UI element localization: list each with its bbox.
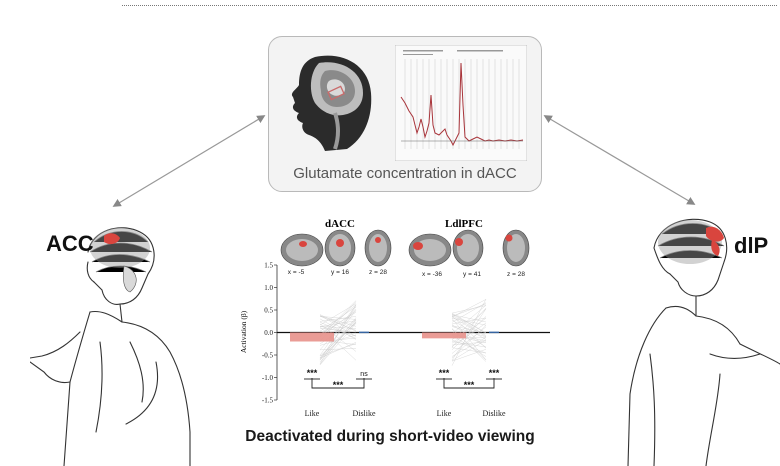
subject-line	[319, 326, 357, 361]
y-tick-label: -1.5	[262, 397, 274, 405]
subject-line	[319, 316, 357, 322]
subject-line	[319, 315, 357, 327]
subject-line	[319, 342, 357, 359]
subject-line	[319, 320, 357, 327]
subject-line	[319, 316, 357, 320]
y-tick-label: 0.0	[264, 329, 273, 337]
activation-chart: dACC LdlPFC x = -5 y = 16 z = 28 x = -36…	[239, 218, 550, 418]
coord-label: z = 28	[369, 269, 387, 276]
y-tick-label: 0.5	[264, 307, 273, 315]
x-tick-label: Dislike	[482, 409, 506, 418]
subject-line	[451, 314, 487, 323]
sig-ldlpfc-like: ***	[439, 368, 450, 378]
coord-label: y = 41	[463, 271, 481, 278]
subject-line	[319, 303, 357, 326]
sig-dacc-dislike: ns	[360, 371, 368, 378]
person-right-illustration	[627, 218, 780, 466]
subject-line	[451, 303, 487, 317]
coord-label: x = -5	[288, 269, 305, 276]
subject-line	[451, 299, 487, 318]
bracket-dacc	[311, 378, 365, 389]
subject-line	[451, 317, 487, 326]
subject-line	[451, 337, 487, 357]
subject-line	[451, 322, 487, 347]
subject-line	[451, 299, 487, 366]
subject-line	[451, 317, 487, 325]
y-ticks: 1.5 1.0 0.5 0.0 -0.5 -1.0 -1.5	[262, 262, 277, 405]
arrow-right	[543, 115, 696, 205]
subject-line	[451, 313, 487, 333]
mrs-spectrum-chart	[395, 45, 527, 161]
bar-dacc-dislike	[359, 331, 369, 334]
subject-line	[319, 304, 357, 335]
subject-line	[451, 320, 487, 340]
sig-ldlpfc-dislike: ***	[489, 368, 500, 378]
subject-line	[451, 318, 487, 344]
bracket-ldlpfc	[443, 378, 495, 389]
subject-line	[451, 315, 487, 336]
y-tick-label: 1.5	[264, 262, 273, 270]
y-tick-label: -1.0	[262, 374, 274, 382]
bar-ldlpfc-like	[422, 332, 466, 339]
y-tick-label: -0.5	[262, 352, 274, 360]
mri-head-image	[285, 49, 373, 153]
x-tick-label: Like	[305, 409, 320, 418]
subject-line	[451, 326, 487, 354]
subject-line	[451, 349, 487, 362]
bar-ldlpfc-dislike	[489, 331, 499, 334]
right-region-label: dlP	[734, 233, 769, 258]
subject-line	[451, 313, 487, 334]
subject-line	[451, 324, 487, 348]
x-tick-label: Dislike	[352, 409, 376, 418]
left-region-label: ACC	[46, 231, 94, 256]
coord-label: y = 16	[331, 269, 349, 276]
y-tick-label: 1.0	[264, 284, 273, 292]
subject-line	[451, 307, 487, 348]
glutamate-panel: Glutamate concentration in dACC	[268, 36, 542, 192]
arrow-left	[112, 115, 266, 207]
top-dotted-divider	[122, 5, 777, 6]
subject-line	[319, 323, 357, 352]
subject-line	[451, 316, 487, 351]
bottom-caption: Deactivated during short-video viewing	[245, 428, 535, 445]
subject-line	[319, 334, 357, 346]
subject-line	[319, 306, 357, 361]
glutamate-caption: Glutamate concentration in dACC	[293, 165, 517, 182]
coord-label: z = 28	[507, 271, 525, 278]
subject-line	[319, 348, 357, 351]
ldlpfc-brain-slices	[408, 229, 530, 267]
x-tick-label: Like	[437, 409, 452, 418]
dacc-brain-slices	[280, 229, 392, 267]
sig-ldlpfc-between: ***	[464, 380, 475, 390]
subject-line	[319, 314, 357, 332]
bar-dacc-like	[290, 332, 334, 342]
subject-line	[319, 304, 357, 356]
subject-line	[451, 316, 487, 337]
coord-label: x = -36	[422, 271, 442, 278]
subject-line	[451, 325, 487, 359]
person-left-illustration	[30, 227, 191, 466]
sig-dacc-between: ***	[333, 380, 344, 390]
subject-line	[451, 339, 487, 354]
subject-line	[319, 308, 357, 350]
subject-line	[451, 315, 487, 349]
region-title-dacc: dACC	[325, 218, 355, 230]
subject-line	[319, 323, 357, 366]
bars	[290, 331, 499, 342]
subject-line	[451, 305, 487, 314]
subject-line	[319, 310, 357, 359]
subject-line	[451, 308, 487, 361]
subject-line	[319, 325, 357, 336]
subject-line	[319, 315, 357, 337]
subject-line	[451, 347, 487, 354]
subject-line	[319, 319, 357, 358]
subject-line	[319, 321, 357, 363]
region-title-ldlpfc: LdlPFC	[445, 218, 483, 230]
y-axis-label: Activation (β)	[239, 310, 248, 353]
subject-line	[451, 318, 487, 361]
sig-dacc-like: ***	[307, 368, 318, 378]
subject-lines	[319, 299, 487, 366]
